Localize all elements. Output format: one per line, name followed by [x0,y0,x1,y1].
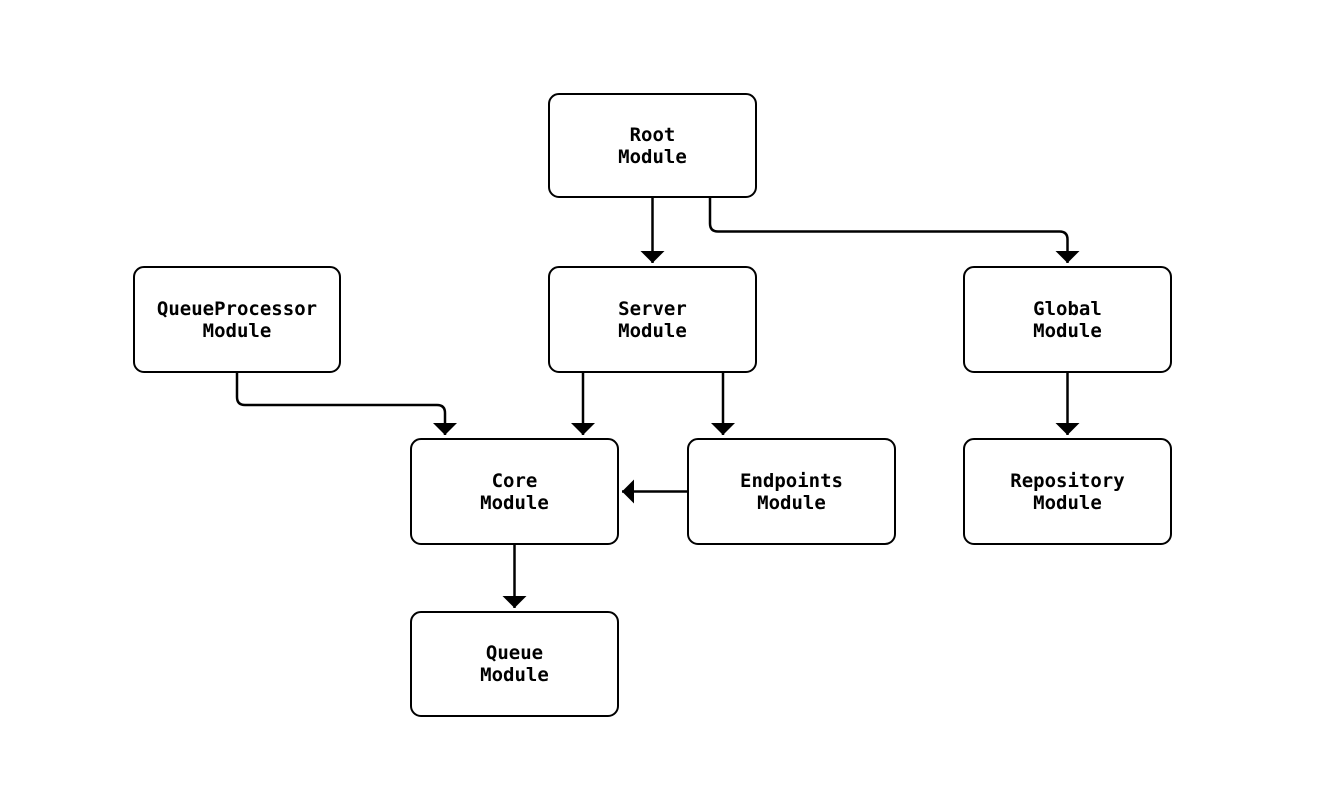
node-label-line2: Module [757,491,826,514]
node-label-line2: Module [1033,319,1102,342]
node-server-module: Server Module [548,266,757,373]
node-label-line1: QueueProcessor [156,297,318,320]
node-label-line2: Module [480,664,549,686]
node-queueprocessor-module: QueueProcessor Module [133,266,341,373]
node-label-line1: Root [629,123,676,146]
node-label-line1: Server [618,297,687,320]
node-label-line2: Module [618,319,687,342]
node-queue-module: Queue Module [410,611,619,717]
node-label-line1: Repository [1010,469,1125,492]
node-label-line1: Endpoints [740,469,843,492]
node-root-module: Root Module [548,93,757,198]
node-repository-module: Repository Module [963,438,1172,545]
node-endpoints-module: Endpoints Module [687,438,896,545]
node-label-line2: Module [202,319,272,342]
node-label-line2: Module [618,145,687,168]
node-label-line1: Core [491,469,538,492]
edge-queueprocessor-to-core [235,373,457,435]
node-core-module: Core Module [410,438,619,545]
node-global-module: Global Module [963,266,1172,373]
node-label-line1: Global [1033,297,1102,320]
edge-root-to-global [708,198,1080,263]
node-label-line1: Queue [485,642,544,664]
node-label-line2: Module [480,491,549,514]
node-label-line2: Module [1033,491,1102,514]
